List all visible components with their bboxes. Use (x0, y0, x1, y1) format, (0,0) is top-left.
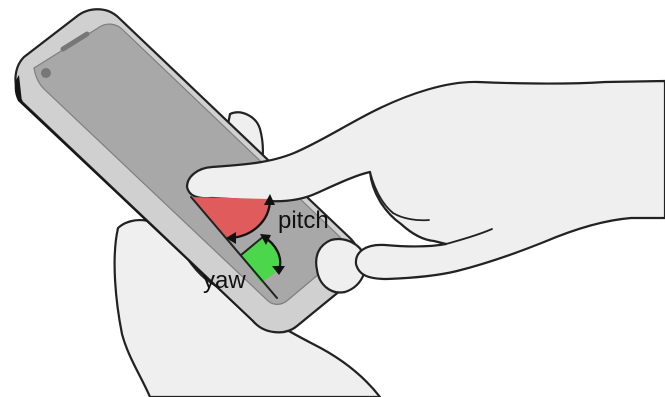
yaw-label: yaw (203, 267, 246, 294)
front-camera (41, 68, 51, 78)
pitch-label: pitch (278, 207, 329, 234)
